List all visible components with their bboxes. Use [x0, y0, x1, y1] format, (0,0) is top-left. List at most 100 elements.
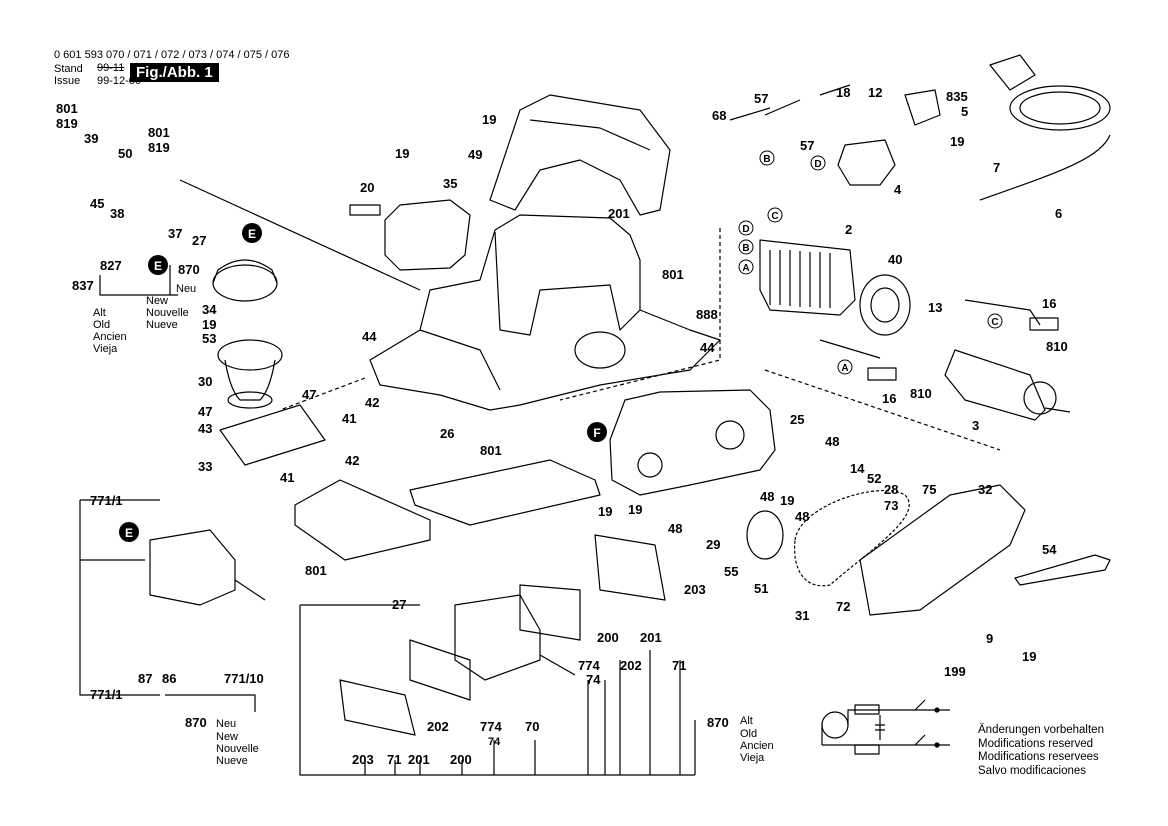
callout-33: 33	[198, 459, 212, 474]
callout-19-b: 19	[395, 146, 409, 161]
callout-44-a: 44	[362, 329, 377, 344]
callout-18: 18	[836, 85, 850, 100]
callout-202-a: 202	[620, 658, 642, 673]
reference-letter-markers: E E E F D B A C B D C A	[119, 150, 1003, 542]
callout-43: 43	[198, 421, 212, 436]
callout-71-b: 71	[387, 752, 401, 767]
callout-39: 39	[84, 131, 98, 146]
knob-34	[212, 264, 278, 302]
callout-27-b: 27	[392, 597, 406, 612]
new-label-bottom-es: Nueve	[216, 755, 248, 767]
callout-12: 12	[868, 85, 882, 100]
marker-d: D	[742, 224, 749, 235]
callout-19-c: 19	[482, 112, 496, 127]
new-label-top-de: Neu	[176, 283, 196, 295]
callout-19-g: 19	[598, 504, 612, 519]
callout-19-f: 19	[628, 502, 642, 517]
base-shoe-801	[409, 459, 601, 526]
new-label-top-en: New	[146, 295, 168, 307]
callout-771-10: 771/10	[224, 671, 264, 686]
callout-74-a: 74	[586, 672, 601, 687]
marker-b-2: B	[763, 154, 770, 165]
callout-71-a: 71	[672, 658, 686, 673]
marker-e-3: E	[125, 526, 133, 540]
blade-drum-70	[454, 594, 541, 681]
callout-771-1-b: 771/1	[90, 687, 123, 702]
callout-19-h: 19	[1022, 649, 1036, 664]
marker-c-2: C	[991, 317, 998, 328]
callout-42-a: 42	[365, 395, 379, 410]
variant-labels: Neu New Nouvelle Nueve Alt Old Ancien Vi…	[93, 283, 774, 767]
callout-14: 14	[850, 461, 865, 476]
callout-870-b: 870	[185, 715, 207, 730]
callout-35: 35	[443, 176, 457, 191]
callout-835: 835	[946, 89, 968, 104]
knob-30	[217, 339, 283, 371]
old-label-bottom-es: Vieja	[740, 752, 765, 764]
callout-38: 38	[110, 206, 124, 221]
callout-73: 73	[884, 498, 898, 513]
switch-housing-35	[384, 199, 471, 271]
callout-801-c: 801	[480, 443, 502, 458]
marker-f: F	[593, 426, 600, 440]
callout-7: 7	[993, 160, 1000, 175]
blade-drum-771-1	[149, 529, 236, 606]
callout-27: 27	[192, 233, 206, 248]
callout-819-a: 819	[56, 116, 78, 131]
plate-203	[339, 679, 416, 736]
new-label-bottom-de: Neu	[216, 718, 236, 730]
callout-48-a: 48	[825, 434, 839, 449]
modifications-line-de: Änderungen vorbehalten	[978, 724, 1104, 736]
callout-30: 30	[198, 374, 212, 389]
old-label-bottom-de: Alt	[740, 715, 753, 727]
callout-57-b: 57	[800, 138, 814, 153]
marker-a-2: A	[841, 363, 848, 374]
callout-41-a: 41	[342, 411, 356, 426]
callout-48-c: 48	[795, 509, 809, 524]
marker-b: B	[742, 243, 749, 254]
callout-16-a: 16	[1042, 296, 1056, 311]
old-label-top-de: Alt	[93, 307, 106, 319]
callout-70: 70	[525, 719, 539, 734]
callout-34: 34	[202, 302, 217, 317]
stator-2	[759, 239, 856, 316]
stand-old-date: 99-11	[97, 62, 125, 74]
marker-e-2: E	[154, 259, 162, 273]
plate-203-upper	[594, 534, 666, 601]
callout-54: 54	[1042, 542, 1057, 557]
callout-2: 2	[845, 222, 852, 237]
callout-203-a: 203	[684, 582, 706, 597]
callout-810-b: 810	[910, 386, 932, 401]
callout-819-b: 819	[148, 140, 170, 155]
part-outlines	[79, 54, 1111, 776]
callout-203-b: 203	[352, 752, 374, 767]
callout-55: 29	[706, 537, 720, 552]
figure-label: Fig./Abb. 1	[130, 63, 219, 82]
callout-57-a: 57	[754, 91, 768, 106]
guide-801	[294, 479, 431, 561]
handle-part-49	[489, 94, 671, 216]
callout-74-b: 74	[488, 736, 501, 748]
callout-42-b: 42	[345, 453, 359, 468]
pulley-29	[746, 510, 784, 560]
callout-44-b: 44	[700, 340, 715, 355]
callout-801-e: 801	[662, 267, 684, 282]
ring-40	[859, 274, 911, 336]
callout-771-1-a: 771/1	[90, 493, 123, 508]
plug-835	[989, 54, 1036, 91]
marker-c: C	[771, 211, 778, 222]
callout-201-b: 201	[640, 630, 662, 645]
callout-19-e: 19	[780, 493, 794, 508]
callout-801-b: 801	[148, 125, 170, 140]
modifications-line-es: Salvo modificaciones	[978, 764, 1087, 777]
gear-housing-25	[609, 389, 776, 496]
switch-12	[904, 89, 941, 126]
stand-label: Stand	[54, 63, 83, 75]
callout-68: 68	[712, 108, 726, 123]
part-number-line: 0 601 593 070 / 071 / 072 / 073 / 074 / …	[54, 49, 290, 61]
callout-201-c: 201	[408, 752, 430, 767]
callout-52: 52	[867, 471, 881, 486]
armature-3	[944, 349, 1046, 421]
new-label-bottom-fr: Nouvelle	[216, 743, 259, 755]
